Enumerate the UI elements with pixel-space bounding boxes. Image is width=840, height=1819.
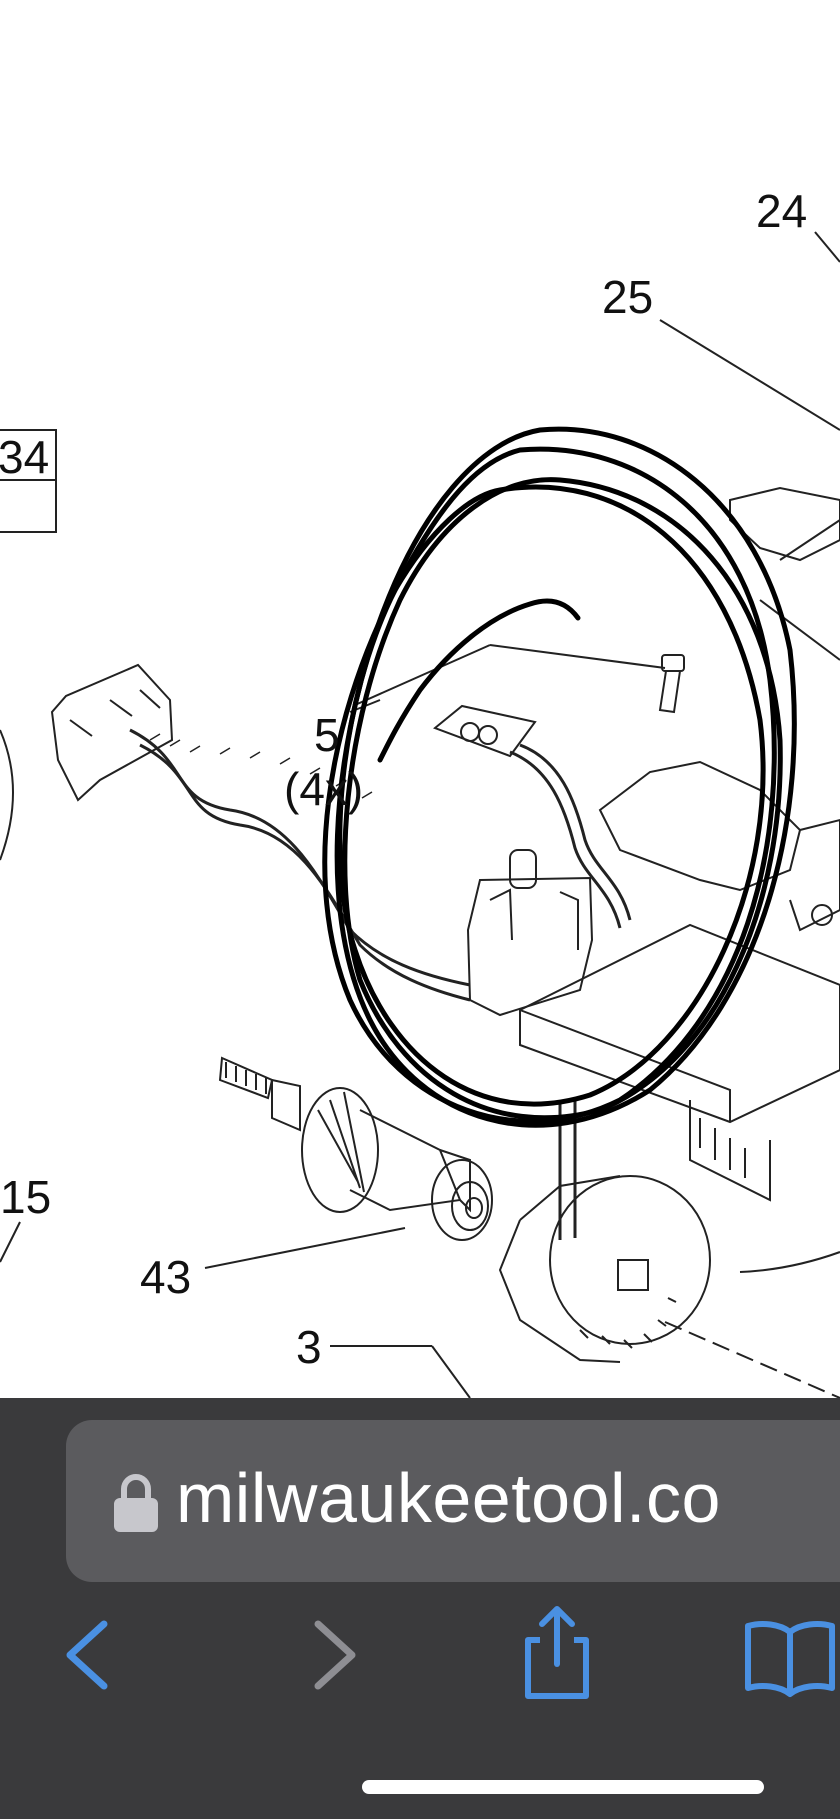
chevron-left-icon[interactable] xyxy=(44,1610,134,1700)
callout-43: 43 xyxy=(140,1251,192,1303)
diagram-drawing xyxy=(0,231,840,1398)
url-text[interactable]: milwaukeetool.co xyxy=(176,1459,721,1537)
leader-15 xyxy=(0,1221,21,1263)
axis-line xyxy=(664,1321,840,1398)
callout-34: 34 xyxy=(0,431,50,483)
leader-25 xyxy=(659,319,840,431)
share-icon[interactable] xyxy=(512,1602,602,1702)
hand-drawn-circle xyxy=(322,426,797,1128)
callout-3: 3 xyxy=(296,1321,322,1373)
home-indicator xyxy=(362,1780,764,1794)
callout-15: 15 xyxy=(0,1171,52,1223)
browser-toolbar: milwaukeetool.co xyxy=(0,1398,840,1819)
callout-5: 5 xyxy=(314,709,340,761)
callout-5-quantity: (4x) xyxy=(284,763,364,815)
rotation-arrow xyxy=(739,1251,840,1273)
address-bar[interactable]: milwaukeetool.co xyxy=(66,1420,840,1582)
chevron-right-icon[interactable] xyxy=(288,1610,378,1700)
book-icon[interactable] xyxy=(740,1610,840,1700)
lock-icon xyxy=(114,1474,158,1532)
leader-5 xyxy=(354,644,491,706)
leader-43 xyxy=(204,1227,406,1269)
callout-25: 25 xyxy=(602,271,654,323)
leader-24 xyxy=(814,231,840,263)
parts-diagram: 24 25 34 5 (4x) 15 43 3 xyxy=(0,185,840,1398)
callout-24: 24 xyxy=(756,185,808,237)
